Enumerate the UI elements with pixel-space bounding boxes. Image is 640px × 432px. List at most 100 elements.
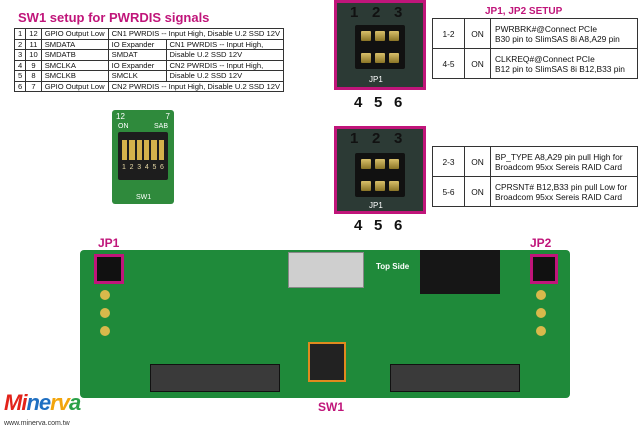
jumper-state: ON [464,176,491,207]
sw1-cell: 4 [13,59,27,71]
jumper-desc-line1: BP_TYPE A8,A29 pin pull High for [495,151,623,162]
jp1-silk-2: JP1 [369,201,383,210]
dip-on-label: ON [118,123,129,130]
pin-3: 3 [394,4,403,21]
jumper-position: 1-2 [432,18,465,49]
sw1-cell: 7 [25,80,42,92]
jp1-silk: JP1 [369,75,383,84]
dip-number: 6 [160,164,164,171]
slimsas-connector [288,252,364,288]
sw1-label: SW1 [318,400,345,414]
sw1-cell: 2 [13,38,27,50]
dip-pin-12: 12 [116,112,125,121]
pin-2b: 2 [372,130,381,147]
dip-brand: SAB [153,123,168,130]
top-side-label: Top Side [376,262,410,271]
dip-number: 3 [137,164,142,171]
pcb-board: Top Side [80,250,570,398]
jumper-desc-line1: CPRSNT# B12,B33 pin pull Low for [495,181,628,192]
pin-1b: 1 [350,130,359,147]
sw1-cell: 10 [25,49,42,61]
u2-connector-left [150,364,280,392]
jumper-desc-line1: PWRBRK#@Connect PCIe [495,23,598,34]
pin-5: 5 [374,94,383,111]
website-url: www.minerva.com.tw [4,420,70,427]
sw1-title: SW1 setup for PWRDIS signals [18,10,210,25]
sw1-cell: 1 [13,28,27,40]
pin-2: 2 [372,4,381,21]
pin-5b: 5 [374,217,383,234]
jumper-state: ON [464,146,491,177]
sw1-cell: IO Expander [107,59,167,71]
power-connector [420,250,500,294]
jumper-photo-1: JP1 [334,0,426,90]
sw1-cell: SMCLKB [40,70,109,82]
jumper-position: 5-6 [432,176,465,207]
u2-connector-right [390,364,520,392]
jumper-position: 4-5 [432,48,465,79]
jumper-position: 2-3 [432,146,465,177]
sw1-cell: CN2 PWRDIS -- Input High, Disable U.2 SS… [107,80,285,92]
jumper-state: ON [464,18,491,49]
pin-4b: 4 [354,217,363,234]
sw1-cell: 12 [25,28,42,40]
sw1-cell: CN2 PWRDIS -- Input High, [165,59,285,71]
sw1-cell: Disable U.2 SSD 12V [165,70,285,82]
sw1-cell: Disable U.2 SSD 12V [165,49,285,61]
pin-3b: 3 [394,130,403,147]
sw1-cell: 11 [25,38,42,50]
dip-number: 1 [122,164,126,171]
sw1-cell: SMCLK [107,70,167,82]
pin-6b: 6 [394,217,403,234]
sw1-cell: CN1 PWRDIS -- Input High, [165,38,285,50]
dip-pin-7: 7 [165,112,170,121]
sw1-cell: GPIO Output Low [40,28,109,40]
dip-name: SW1 [136,194,152,201]
sw1-cell: IO Expander [107,38,167,50]
sw1-cell: 5 [13,70,27,82]
pin-1: 1 [350,4,359,21]
sw1-cell: 9 [25,59,42,71]
jumper-photo-2: JP1 [334,126,426,214]
dip-number: 5 [152,164,157,171]
jp2-header [530,254,558,284]
sw1-cell: SMDATA [40,38,109,50]
sw1-cell: 8 [25,70,42,82]
jp-setup-title: JP1, JP2 SETUP [485,6,563,17]
jumper-block [355,25,405,69]
sw1-cell: 3 [13,49,27,61]
sw1-location [308,342,346,382]
sw1-cell: CN1 PWRDIS -- Input High, Disable U.2 SS… [107,28,285,40]
pin-6: 6 [394,94,403,111]
minerva-logo: Minerva [4,390,81,415]
sw1-cell: SMCLKA [40,59,109,71]
sw1-cell: 6 [13,80,27,92]
sw1-cell: SMDATB [40,49,109,61]
jumper-desc-line2: B30 pin to SlimSAS 8i A8,A29 pin [495,33,620,44]
dip-number: 4 [144,164,149,171]
jumper-block-2 [355,153,405,197]
jumper-desc-line2: Broadcom 95xx Sereis RAID Card [495,161,623,172]
dip-number: 2 [129,164,134,171]
jumper-desc-line2: Broadcom 95xx Sereis RAID Card [495,191,623,202]
jp1-label: JP1 [98,236,120,250]
jumper-desc-line2: B12 pin to SlimSAS 8i B12,B33 pin [495,63,625,74]
sw1-cell: SMDAT [107,49,167,61]
jumper-state: ON [464,48,491,79]
pin-4: 4 [354,94,363,111]
